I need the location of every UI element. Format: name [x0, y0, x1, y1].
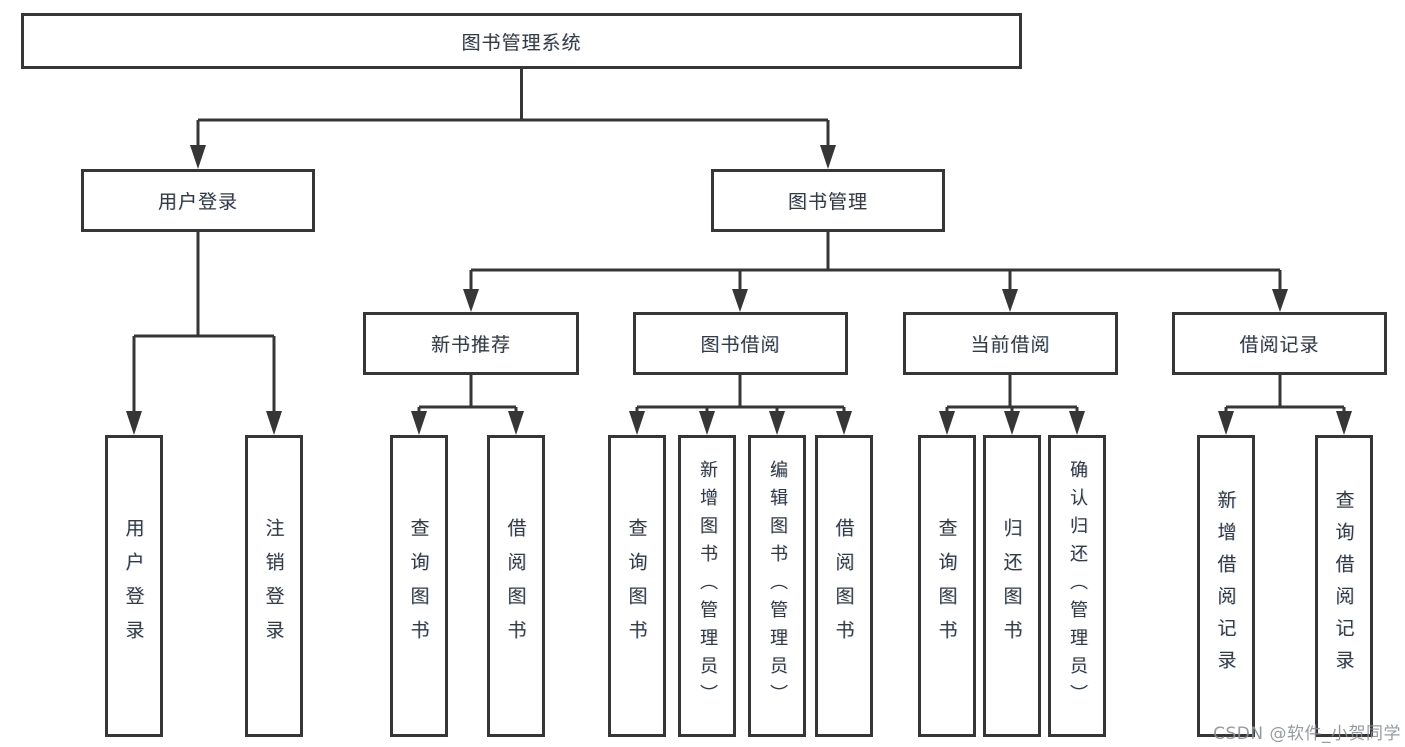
- leaf-logout: 注销登录: [245, 435, 303, 737]
- connector-borrowing-to-leaves: [635, 375, 846, 416]
- node-book-management-label: 图书管理: [787, 191, 868, 213]
- leaf-recommend-query-books-label: 查询图书: [407, 518, 430, 654]
- node-user-login-label: 用户登录: [157, 191, 238, 213]
- leaf-records-query-record-label: 查询借阅记录: [1332, 490, 1355, 682]
- node-current-borrowing: 当前借阅: [903, 312, 1118, 375]
- leaf-recommend-borrow-books-label: 借阅图书: [504, 518, 527, 654]
- connector-recommend-to-leaves: [417, 375, 518, 416]
- node-root-system-label: 图书管理系统: [461, 31, 582, 54]
- leaf-borrowing-edit-books-label: 编辑图书（管理员）: [767, 460, 788, 712]
- connector-userlogin-to-leaves: [132, 232, 276, 416]
- node-borrowing-records: 借阅记录: [1172, 312, 1387, 375]
- watermark: CSDN @软件_小贺同学: [1213, 724, 1401, 744]
- leaf-records-query-record: 查询借阅记录: [1315, 435, 1373, 737]
- leaf-borrowing-query-books-label: 查询图书: [625, 518, 648, 654]
- connector-root-to-level2: [196, 69, 830, 150]
- leaf-user-login: 用户登录: [105, 435, 163, 737]
- connector-bookmgmt-to-level3: [469, 232, 1282, 294]
- node-borrowing-records-label: 借阅记录: [1239, 334, 1320, 356]
- leaf-borrowing-edit-books: 编辑图书（管理员）: [748, 435, 806, 737]
- node-book-borrowing: 图书借阅: [633, 312, 848, 375]
- leaf-current-query-books: 查询图书: [918, 435, 976, 737]
- connector-records-to-leaves: [1224, 375, 1346, 416]
- node-root-system: 图书管理系统: [21, 13, 1022, 69]
- leaf-borrowing-add-books: 新增图书（管理员）: [678, 435, 736, 737]
- leaf-borrowing-query-books: 查询图书: [608, 435, 666, 737]
- arrowhead-icons: [126, 145, 1352, 435]
- leaf-borrowing-add-books-label: 新增图书（管理员）: [697, 460, 718, 712]
- node-user-login: 用户登录: [81, 169, 315, 232]
- leaf-user-login-label: 用户登录: [122, 518, 145, 654]
- node-current-borrowing-label: 当前借阅: [970, 334, 1051, 356]
- leaf-recommend-borrow-books: 借阅图书: [487, 435, 545, 737]
- leaf-current-return-books-label: 归还图书: [1000, 518, 1023, 654]
- leaf-borrowing-borrow-books-label: 借阅图书: [832, 518, 855, 654]
- node-book-management: 图书管理: [711, 169, 945, 232]
- leaf-recommend-query-books: 查询图书: [390, 435, 448, 737]
- connector-current-to-leaves: [945, 375, 1079, 416]
- node-book-borrowing-label: 图书借阅: [700, 334, 781, 356]
- leaf-current-return-books: 归还图书: [983, 435, 1041, 737]
- leaf-logout-label: 注销登录: [262, 518, 285, 654]
- leaf-current-confirm-return-label: 确认归还（管理员）: [1067, 460, 1088, 712]
- leaf-current-confirm-return: 确认归还（管理员）: [1048, 435, 1106, 737]
- leaf-records-add-record-label: 新增借阅记录: [1214, 490, 1237, 682]
- leaf-records-add-record: 新增借阅记录: [1197, 435, 1255, 737]
- leaf-borrowing-borrow-books: 借阅图书: [815, 435, 873, 737]
- node-new-book-recommend-label: 新书推荐: [430, 334, 511, 356]
- node-new-book-recommend: 新书推荐: [363, 312, 579, 375]
- leaf-current-query-books-label: 查询图书: [935, 518, 958, 654]
